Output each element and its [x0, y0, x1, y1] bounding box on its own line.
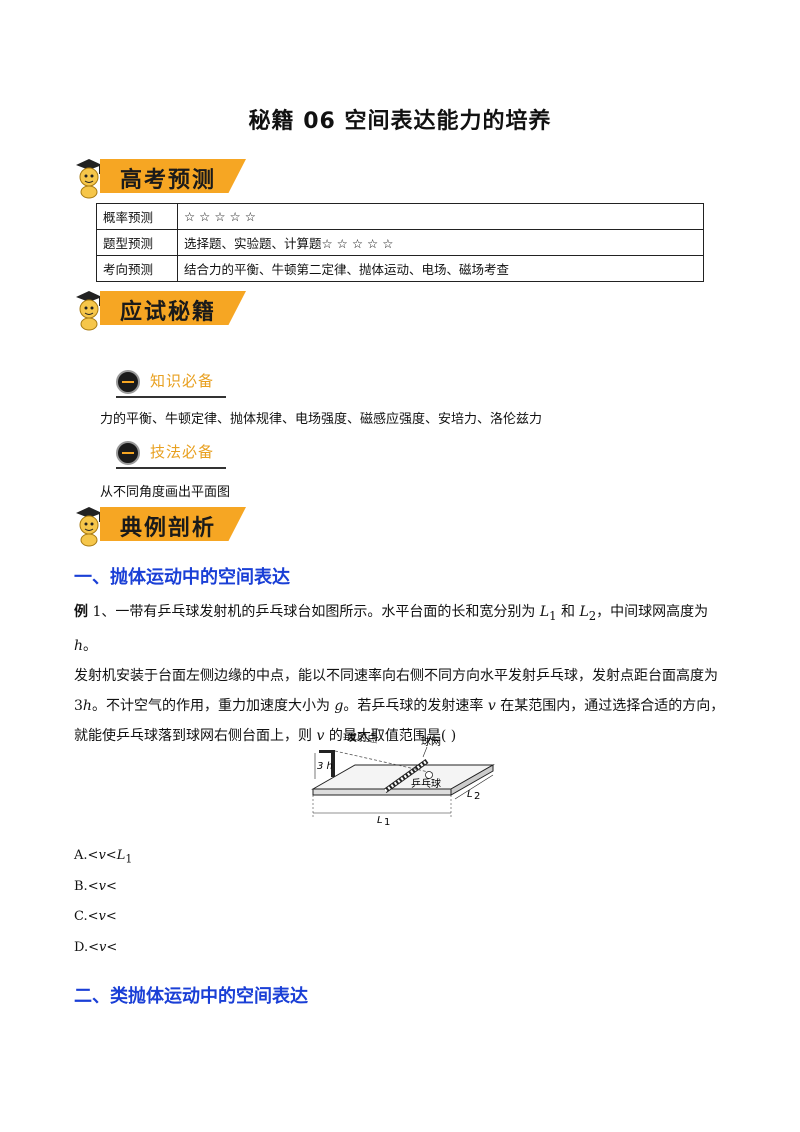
- option-letter: C.: [74, 909, 88, 924]
- table-row: 概率预测 ☆ ☆ ☆ ☆ ☆: [96, 203, 704, 230]
- figure-label-L2: L: [467, 789, 473, 800]
- text-span: <: [87, 909, 99, 924]
- text-span: <: [88, 940, 99, 955]
- var-v: v: [487, 697, 496, 714]
- text-span: 。: [83, 637, 98, 654]
- text-span: <: [106, 940, 118, 955]
- table-cell-label: 题型预测: [96, 229, 178, 256]
- var-L1: L: [116, 848, 126, 863]
- table-cell-value: ☆ ☆ ☆ ☆ ☆: [177, 203, 704, 230]
- banner-secrets: 应试秘籍: [72, 287, 248, 331]
- text-span: 在某范围内，通过选择合适的方向，: [495, 697, 725, 714]
- figure-label-L2-sub: 2: [474, 791, 480, 802]
- var-v: v: [98, 909, 106, 924]
- skills-text: 从不同角度画出平面图: [100, 485, 231, 500]
- figure-label-L1-sub: 1: [384, 817, 390, 825]
- example-line-2: 发射机安装于台面左侧边缘的中点，能以不同速率向右侧不同方向水平发射乒乓球，发射点…: [74, 667, 718, 684]
- option-a[interactable]: A.<v<L1: [74, 848, 132, 866]
- text-span: 、一带有乒乓球发射机的乒乓球台如图所示。水平台面的长和宽分别为: [101, 604, 540, 620]
- var-h: h: [82, 697, 92, 714]
- forecast-table: 概率预测 ☆ ☆ ☆ ☆ ☆ 题型预测 选择题、实验题、计算题☆ ☆ ☆ ☆ ☆…: [96, 203, 704, 282]
- table-row: 题型预测 选择题、实验题、计算题☆ ☆ ☆ ☆ ☆: [96, 229, 704, 256]
- var-v: v: [316, 727, 325, 744]
- option-letter: B.: [74, 879, 88, 894]
- figure-label-launch: 发射点: [347, 733, 377, 744]
- var-v: v: [98, 879, 106, 894]
- subhead-knowledge: 知识必备: [116, 366, 226, 398]
- table-tennis-figure: 发射点 球网 乒乓球 3 h L 1 L 2: [311, 733, 495, 825]
- var-h: h: [74, 637, 84, 654]
- subhead-knowledge-label: 知识必备: [150, 372, 215, 390]
- section-heading-2: 二、类抛体运动中的空间表达: [74, 986, 308, 1007]
- disc-icon: [116, 441, 140, 465]
- text-span: 3: [74, 697, 83, 714]
- example-line-3: 3h。不计空气的作用，重力加速度大小为 g。若乒乓球的发射速率 v 在某范围内，…: [74, 691, 734, 721]
- section-heading-1: 一、抛体运动中的空间表达: [74, 567, 290, 588]
- banner-secrets-label: 应试秘籍: [120, 300, 217, 325]
- var-L2: L: [579, 604, 589, 620]
- example-line-4: 就能使乒乓球落到球网右侧台面上，则 v 的最大取值范围是( ): [74, 721, 734, 751]
- text-span: <: [105, 848, 117, 863]
- option-c[interactable]: C.<v<: [74, 909, 117, 924]
- table-cell-label: 概率预测: [96, 203, 178, 230]
- page-title: 秘籍 06 空间表达能力的培养: [248, 109, 552, 134]
- option-letter: A.: [74, 848, 88, 863]
- figure-label-net: 球网: [421, 735, 441, 748]
- subhead-skills: 技法必备: [116, 437, 226, 469]
- text-span: <: [105, 879, 117, 894]
- table-cell-value: 结合力的平衡、牛顿第二定律、抛体运动、电场、磁场考查: [177, 255, 704, 282]
- table-cell-value: 选择题、实验题、计算题☆ ☆ ☆ ☆ ☆: [177, 229, 704, 256]
- banner-forecast-label: 高考预测: [120, 168, 217, 193]
- text-span: 就能使乒乓球落到球网右侧台面上，则: [74, 727, 317, 744]
- example-label: 例: [74, 604, 88, 620]
- mascot-icon: [76, 159, 102, 199]
- option-d[interactable]: D.<v<: [74, 940, 117, 955]
- var-v: v: [99, 940, 107, 955]
- text-span: <: [87, 879, 99, 894]
- var-g: g: [334, 697, 344, 714]
- figure-label-height: 3 h: [317, 761, 333, 772]
- figure-label-L1: L: [377, 815, 383, 825]
- banner-examples: 典例剖析: [72, 503, 248, 547]
- subhead-skills-label: 技法必备: [150, 443, 215, 461]
- text-span: 。若乒乓球的发射速率: [343, 697, 488, 714]
- var-v: v: [98, 848, 106, 863]
- option-b[interactable]: B.<v<: [74, 879, 117, 894]
- example-line-1: 例 1、一带有乒乓球发射机的乒乓球台如图所示。水平台面的长和宽分别为 L1 和 …: [74, 597, 734, 661]
- disc-icon: [116, 370, 140, 394]
- sub-2: 2: [588, 608, 597, 623]
- sub-1: 1: [549, 608, 557, 623]
- sub-1: 1: [125, 852, 133, 866]
- banner-forecast: 高考预测: [72, 155, 248, 199]
- divider: [116, 467, 226, 469]
- text-span: 的最大取值范围是( ): [324, 727, 457, 744]
- table-row: 考向预测 结合力的平衡、牛顿第二定律、抛体运动、电场、磁场考查: [96, 255, 704, 282]
- figure-label-ball: 乒乓球: [411, 777, 441, 790]
- divider: [116, 396, 226, 398]
- text-span: 和: [556, 604, 580, 620]
- option-letter: D.: [74, 940, 89, 955]
- text-span: <: [87, 848, 99, 863]
- text-span: <: [105, 909, 117, 924]
- knowledge-text: 力的平衡、牛顿定律、抛体规律、电场强度、磁感应强度、安培力、洛伦兹力: [100, 412, 543, 427]
- example-number: 1: [92, 604, 102, 620]
- var-L1: L: [539, 604, 550, 620]
- banner-examples-label: 典例剖析: [120, 516, 217, 541]
- table-cell-label: 考向预测: [96, 255, 178, 282]
- example-paragraph: 例 1、一带有乒乓球发射机的乒乓球台如图所示。水平台面的长和宽分别为 L1 和 …: [74, 597, 734, 751]
- text-span: ，中间球网高度为: [596, 604, 709, 620]
- text-span: 。不计空气的作用，重力加速度大小为: [91, 697, 335, 714]
